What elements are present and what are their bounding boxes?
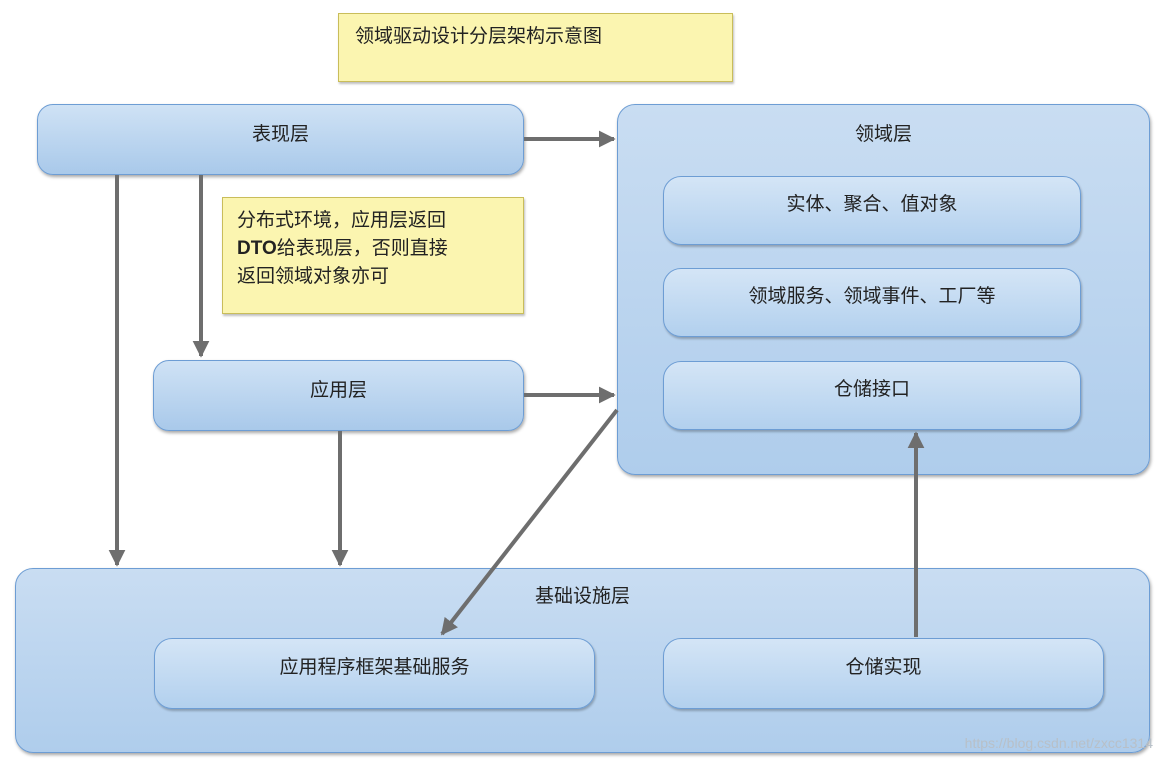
domain-service-label: 领域服务、领域事件、工厂等 [748, 285, 996, 307]
repository-impl-box: 仓储实现 [663, 638, 1104, 709]
domain-service-box: 领域服务、领域事件、工厂等 [663, 268, 1081, 337]
repository-impl-label: 仓储实现 [845, 656, 922, 678]
domain-layer-label: 领域层 [854, 123, 912, 145]
entity-aggregate-box: 实体、聚合、值对象 [663, 176, 1081, 245]
app-framework-services-box: 应用程序框架基础服务 [154, 638, 595, 709]
dto-note-line3: 返回领域对象亦可 [237, 265, 390, 287]
dto-note-line2: DTO给表现层，否则直接 [237, 234, 448, 263]
repository-interface-label: 仓储接口 [833, 378, 910, 400]
title-note-text: 领域驱动设计分层架构示意图 [355, 25, 603, 47]
infrastructure-layer-box: 基础设施层 应用程序框架基础服务 仓储实现 [15, 568, 1150, 753]
domain-layer-box: 领域层 实体、聚合、值对象 领域服务、领域事件、工厂等 仓储接口 [617, 104, 1150, 475]
dto-note: 分布式环境，应用层返回 DTO给表现层，否则直接 返回领域对象亦可 [222, 197, 524, 314]
repository-interface-box: 仓储接口 [663, 361, 1081, 430]
dto-note-line1: 分布式环境，应用层返回 [237, 209, 447, 231]
application-layer-label: 应用层 [309, 379, 367, 401]
dto-term: DTO [237, 238, 277, 259]
dto-note-line2-rest: 给表现层，否则直接 [276, 237, 448, 259]
arrow-domain-to-framework [440, 408, 619, 636]
app-framework-services-label: 应用程序框架基础服务 [279, 656, 470, 678]
watermark: https://blog.csdn.net/zxcc1314 [964, 735, 1153, 751]
entity-aggregate-label: 实体、聚合、值对象 [786, 193, 958, 215]
presentation-layer-label: 表现层 [251, 123, 309, 145]
title-note: 领域驱动设计分层架构示意图 [338, 13, 733, 82]
application-layer-box: 应用层 [153, 360, 524, 431]
presentation-layer-box: 表现层 [37, 104, 524, 175]
infrastructure-layer-label: 基础设施层 [534, 585, 630, 607]
